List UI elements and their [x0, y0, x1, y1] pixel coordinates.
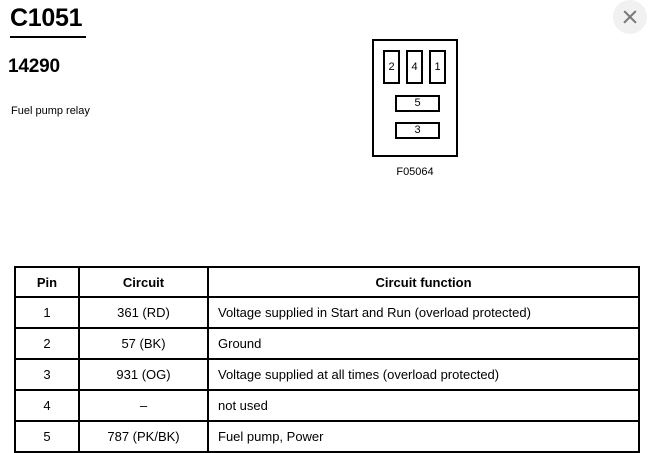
cell-pin: 1: [14, 296, 80, 329]
connector-cavity-3: 3: [395, 122, 440, 139]
table-row: 4–not used: [14, 389, 640, 422]
connector-cavity-4: 4: [406, 50, 423, 84]
connector-diagram: 2 4 1 5 3: [372, 39, 458, 157]
connector-cavity-1: 1: [429, 50, 446, 84]
cell-circuit: 57 (BK): [78, 327, 209, 360]
cell-function: Voltage supplied at all times (overload …: [207, 358, 640, 391]
cell-circuit: 931 (OG): [78, 358, 209, 391]
connector-cavity-5: 5: [395, 95, 440, 112]
column-header-function: Circuit function: [207, 266, 640, 298]
cell-pin: 2: [14, 327, 80, 360]
cell-circuit: 361 (RD): [78, 296, 209, 329]
diagram-code-label: F05064: [396, 166, 434, 178]
cell-function: Fuel pump, Power: [207, 420, 640, 453]
table-header-row: Pin Circuit Circuit function: [14, 266, 640, 298]
cell-pin: 3: [14, 358, 80, 391]
cell-circuit: 787 (PK/BK): [78, 420, 209, 453]
cell-function: Ground: [207, 327, 640, 360]
part-number: 14290: [8, 56, 60, 77]
cell-function: Voltage supplied in Start and Run (overl…: [207, 296, 640, 329]
column-header-pin: Pin: [14, 266, 80, 298]
close-button[interactable]: [613, 0, 647, 34]
column-header-circuit: Circuit: [78, 266, 209, 298]
cell-circuit: –: [78, 389, 209, 422]
title-underline: [10, 36, 86, 38]
connector-id-title: C1051: [10, 4, 83, 32]
connector-cavity-2: 2: [383, 50, 400, 84]
cell-pin: 5: [14, 420, 80, 453]
cell-pin: 4: [14, 389, 80, 422]
component-description: Fuel pump relay: [11, 105, 90, 117]
cell-function: not used: [207, 389, 640, 422]
